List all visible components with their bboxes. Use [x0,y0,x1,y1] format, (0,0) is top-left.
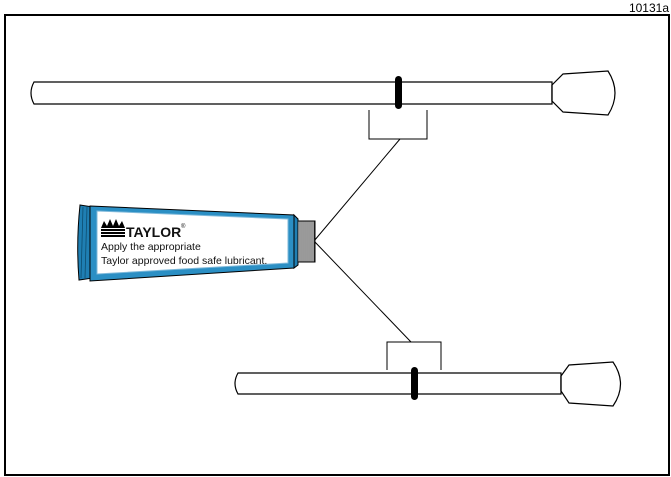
tube-instruction-line-1: Apply the appropriate [101,241,201,253]
lower-rod-knob [560,361,622,407]
tube-cap [297,220,316,263]
upper-callout-bracket [368,110,428,140]
figure-frame [4,14,670,476]
figure-id: 10131a [628,1,669,15]
upper-rod-knob [551,70,616,116]
taylor-crown-logo [101,219,125,237]
tube-brand: TAYLOR [126,224,181,240]
lubricant-tube: TAYLOR ® Apply the appropriate Taylor ap… [77,204,316,282]
upper-rod-o-ring [395,76,402,109]
tube-label-panel [96,210,289,275]
lower-callout-bracket [386,341,442,370]
lower-draw-rod [234,341,622,407]
upper-draw-rod [30,70,616,140]
tube-instruction-line-2: Taylor approved food safe lubricant. [101,255,267,267]
tube-cap-threads [299,221,315,262]
leader-lines [313,138,412,343]
tube-shoulder [293,213,299,269]
lower-rod-o-ring [411,367,418,400]
upper-rod-shaft [30,81,553,105]
lower-rod-shaft [234,372,562,395]
tube-registered-mark: ® [181,223,186,230]
